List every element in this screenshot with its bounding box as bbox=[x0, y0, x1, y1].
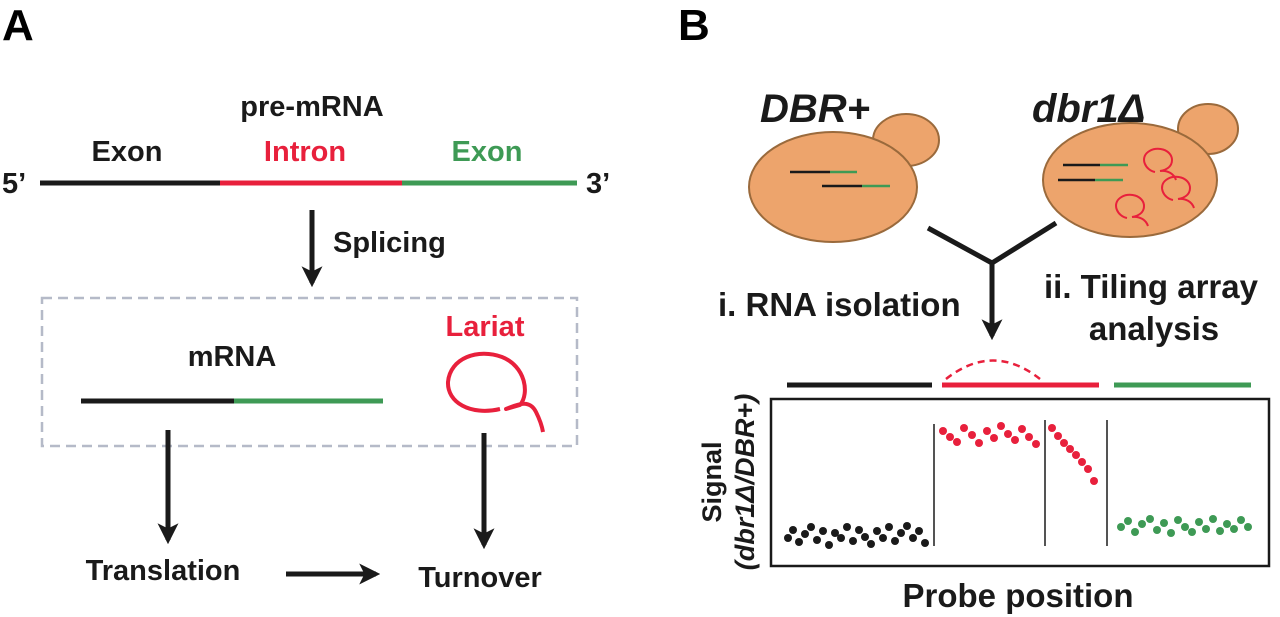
panel-a-letter: A bbox=[2, 1, 34, 50]
signal-dot bbox=[968, 431, 976, 439]
pre-mrna-label: pre-mRNA bbox=[240, 91, 383, 123]
exon2-label: Exon bbox=[452, 136, 523, 168]
step-tiling-array-line1: ii. Tiling array bbox=[1044, 268, 1259, 305]
signal-dot bbox=[784, 534, 792, 542]
signal-dots bbox=[784, 422, 1252, 549]
signal-dot bbox=[843, 523, 851, 531]
signal-dot bbox=[1138, 520, 1146, 528]
plot-ylabel-line1: Signal bbox=[697, 441, 727, 522]
signal-dot bbox=[1060, 439, 1068, 447]
signal-dot bbox=[1032, 440, 1040, 448]
step-tiling-array-line2: analysis bbox=[1089, 310, 1219, 347]
signal-dot bbox=[983, 427, 991, 435]
signal-dot bbox=[897, 529, 905, 537]
signal-dot bbox=[801, 530, 809, 538]
signal-dot bbox=[909, 534, 917, 542]
panel-b-letter: B bbox=[678, 1, 710, 50]
signal-dot bbox=[879, 534, 887, 542]
panel-a: A pre-mRNA Exon Intron Exon 5’ 3’ Splici… bbox=[2, 1, 610, 594]
signal-dot bbox=[1066, 445, 1074, 453]
signal-dot bbox=[1153, 526, 1161, 534]
step-rna-isolation: i. RNA isolation bbox=[718, 286, 961, 323]
signal-dot bbox=[1084, 465, 1092, 473]
signal-dot bbox=[1181, 523, 1189, 531]
signal-dot bbox=[975, 439, 983, 447]
turnover-label: Turnover bbox=[418, 562, 542, 594]
signal-dot bbox=[1025, 433, 1033, 441]
lariat-label: Lariat bbox=[446, 311, 525, 343]
three-prime-label: 3’ bbox=[586, 168, 610, 200]
signal-dot bbox=[1072, 451, 1080, 459]
signal-dot bbox=[807, 523, 815, 531]
signal-dot bbox=[885, 523, 893, 531]
splicing-label: Splicing bbox=[333, 227, 446, 259]
signal-dot bbox=[1230, 525, 1238, 533]
signal-dot bbox=[1004, 430, 1012, 438]
signal-dot bbox=[861, 533, 869, 541]
signal-dot bbox=[939, 427, 947, 435]
merge-line-left bbox=[926, 225, 994, 266]
products-dashed-box bbox=[40, 296, 579, 448]
signal-dot bbox=[1237, 516, 1245, 524]
signal-dot bbox=[903, 522, 911, 530]
signal-dot bbox=[1195, 518, 1203, 526]
signal-dot bbox=[891, 537, 899, 545]
signal-dot bbox=[1188, 528, 1196, 536]
signal-dot bbox=[997, 422, 1005, 430]
plot-ylabel-line2: (dbr1Δ/DBR+) bbox=[730, 394, 760, 570]
signal-dot bbox=[789, 526, 797, 534]
five-prime-label: 5’ bbox=[2, 168, 26, 200]
signal-dot bbox=[831, 529, 839, 537]
mrna-label: mRNA bbox=[188, 341, 277, 373]
signal-dot bbox=[990, 434, 998, 442]
translation-label: Translation bbox=[86, 555, 241, 587]
panel-b: B DBR+ dbr1Δ i. RNA isolatio bbox=[678, 1, 1271, 614]
intron-label: Intron bbox=[264, 136, 346, 168]
signal-dot bbox=[921, 539, 929, 547]
signal-dot bbox=[1216, 527, 1224, 535]
signal-dot bbox=[855, 526, 863, 534]
signal-dot bbox=[1124, 517, 1132, 525]
signal-dot bbox=[873, 527, 881, 535]
signal-dot bbox=[1048, 424, 1056, 432]
lariat-junction-arc bbox=[945, 359, 1041, 380]
signal-dot bbox=[1209, 515, 1217, 523]
lariat-shape bbox=[445, 351, 545, 433]
signal-dot bbox=[1011, 436, 1019, 444]
plot-frame bbox=[769, 397, 1271, 568]
signal-dot bbox=[1090, 477, 1098, 485]
signal-dot bbox=[1054, 432, 1062, 440]
signal-dot bbox=[819, 527, 827, 535]
exon1-label: Exon bbox=[92, 136, 163, 168]
signal-dot bbox=[1146, 515, 1154, 523]
wt-strain-label: DBR+ bbox=[760, 87, 870, 131]
signal-dot bbox=[953, 438, 961, 446]
plot-xlabel: Probe position bbox=[903, 577, 1134, 614]
signal-dot bbox=[849, 537, 857, 545]
signal-dot bbox=[1244, 523, 1252, 531]
signal-dot bbox=[915, 527, 923, 535]
signal-dot bbox=[960, 424, 968, 432]
merge-line-right bbox=[990, 220, 1058, 266]
signal-dot bbox=[825, 541, 833, 549]
signal-dot bbox=[867, 540, 875, 548]
signal-dot bbox=[1160, 519, 1168, 527]
signal-dot bbox=[1167, 529, 1175, 537]
signal-dot bbox=[1117, 523, 1125, 531]
signal-dot bbox=[946, 433, 954, 441]
wt-yeast-cell bbox=[748, 113, 940, 243]
signal-dot bbox=[837, 534, 845, 542]
signal-dot bbox=[1078, 458, 1086, 466]
signal-dot bbox=[1223, 520, 1231, 528]
signal-dot bbox=[1131, 528, 1139, 536]
mutant-yeast-cell bbox=[1042, 103, 1239, 238]
signal-dot bbox=[1174, 516, 1182, 524]
signal-dot bbox=[795, 538, 803, 546]
signal-dot bbox=[1202, 525, 1210, 533]
signal-dot bbox=[1018, 425, 1026, 433]
signal-dot bbox=[813, 536, 821, 544]
